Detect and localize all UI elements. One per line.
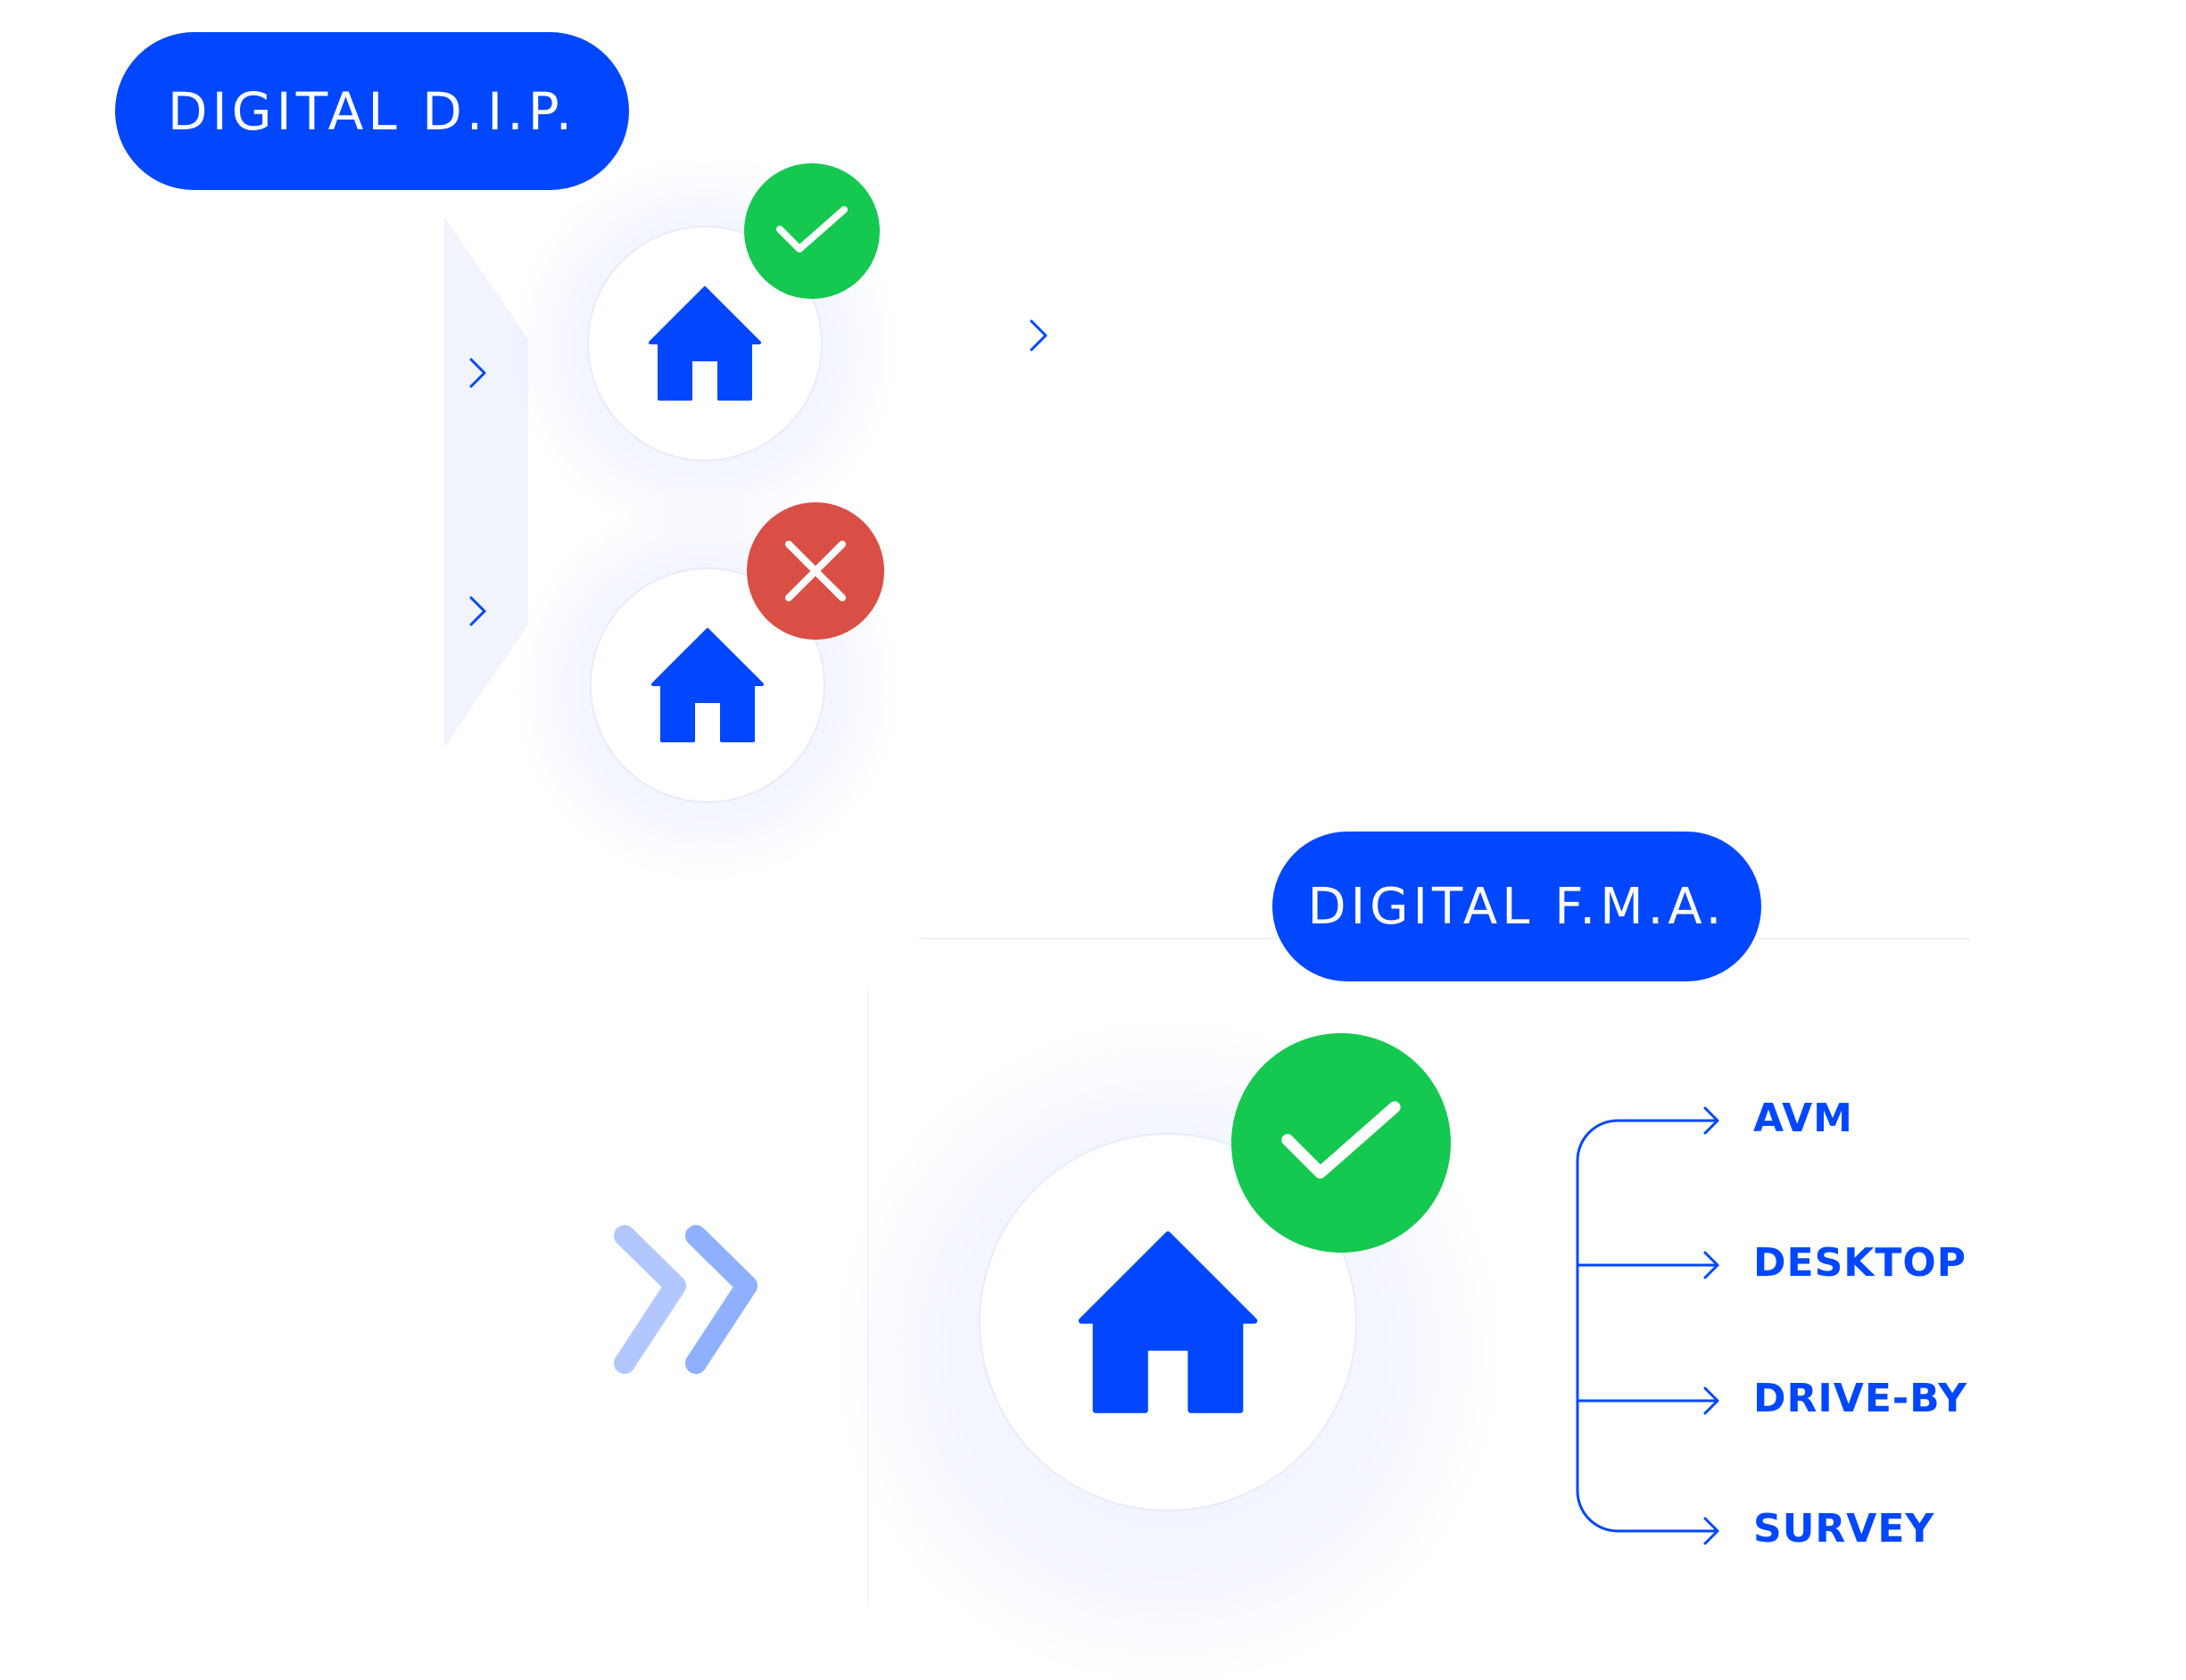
dip-declined-badge [747,502,884,640]
double-chevron-icon [614,1225,758,1374]
outcome-avm: AVM [1753,1096,1853,1141]
input-arrow-bottom [339,596,486,626]
funnel-shape [444,217,528,748]
fma-title: DIGITAL F.M.A. [1307,877,1726,936]
fma-approved-badge [1231,1033,1451,1253]
dip-approved-house [587,226,823,461]
fma-title-pill: DIGITAL F.M.A. [1272,832,1761,981]
check-icon [1281,1101,1401,1179]
house-icon [649,286,761,401]
dip-title: DIGITAL D.I.P. [167,80,577,142]
outcome-survey: SURVEY [1753,1506,1935,1552]
check-icon [776,206,848,252]
house-icon [1078,1231,1258,1413]
dip-title-pill: DIGITAL D.I.P. [115,32,629,190]
fma-branch-connector [1432,1106,1719,1545]
dip-approved-badge [744,163,880,299]
input-arrow-top [339,358,486,388]
cross-icon [785,541,846,601]
house-icon [651,628,764,742]
outcome-desktop: DESKTOP [1753,1240,1967,1286]
outcome-drive-by: DRIVE-BY [1753,1376,1968,1421]
dip-output-arrow [901,319,1047,352]
